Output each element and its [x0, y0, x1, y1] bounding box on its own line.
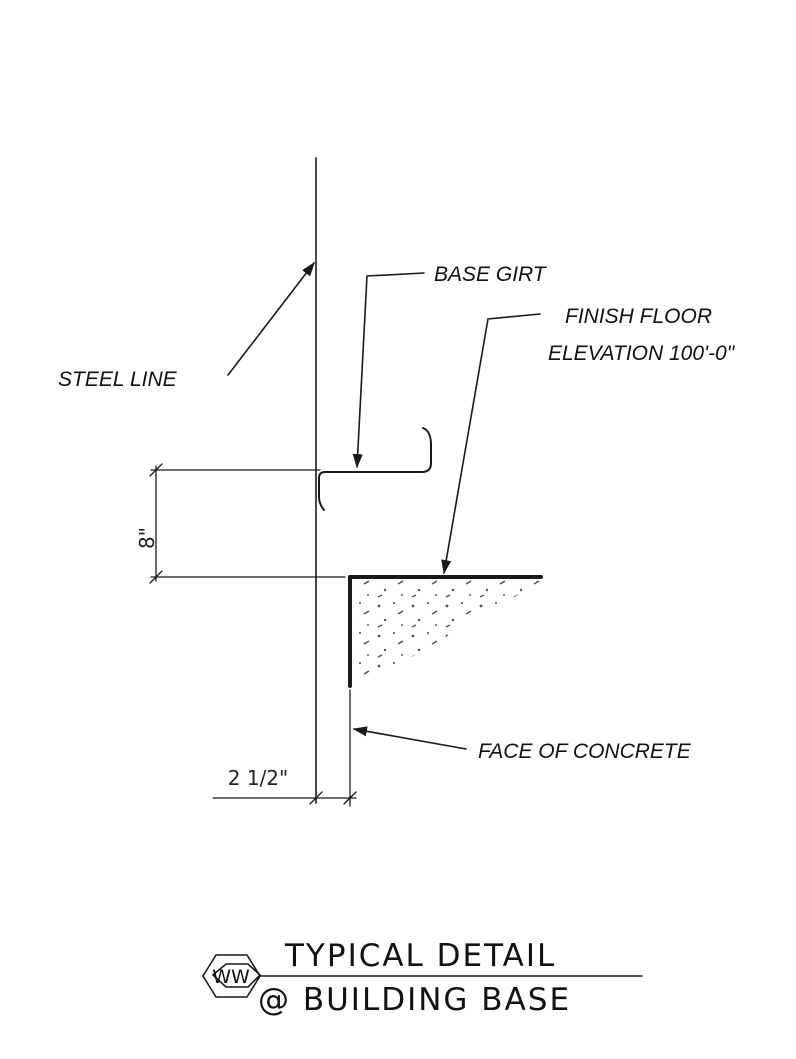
finish-floor-label-line2: ELEVATION 100'-0": [548, 342, 736, 365]
title-line2: @ BUILDING BASE: [258, 982, 571, 1018]
title-block: WW TYPICAL DETAIL @ BUILDING BASE: [202, 938, 643, 1018]
concrete-slab: [348, 575, 543, 690]
title-line1: TYPICAL DETAIL: [284, 938, 556, 974]
base-girt-shape: [318, 427, 432, 511]
steel-line-label: STEEL LINE: [58, 368, 178, 391]
steel-line-leader: [227, 261, 315, 376]
face-of-concrete-label: FACE OF CONCRETE: [478, 740, 692, 763]
finish-floor-leader: [441, 313, 541, 575]
detail-tag-label: WW: [212, 966, 250, 988]
dimension-8in-label: 8": [135, 527, 159, 549]
finish-floor-label-line1: FINISH FLOOR: [565, 305, 712, 328]
dimension-offset-label: 2 1/2": [228, 766, 288, 790]
face-of-concrete-leader: [352, 726, 467, 750]
base-girt-label: BASE GIRT: [434, 263, 548, 286]
base-girt-leader: [352, 272, 425, 469]
